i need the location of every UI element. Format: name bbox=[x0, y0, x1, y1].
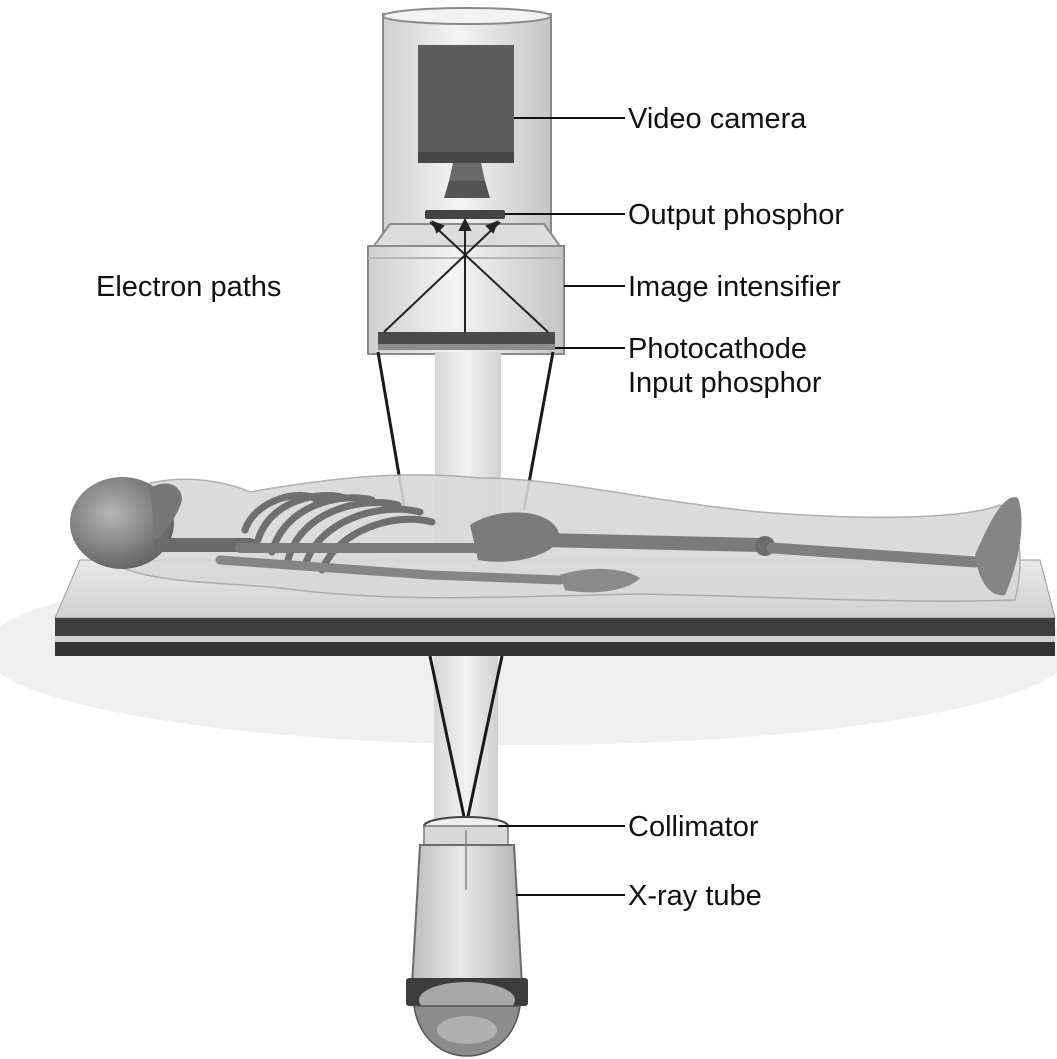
label-video-camera: Video camera bbox=[628, 103, 807, 135]
label-image-intensifier: Image intensifier bbox=[628, 271, 841, 303]
label-x-ray-tube: X-ray tube bbox=[628, 880, 762, 912]
label-photocathode: Photocathode bbox=[628, 333, 807, 365]
label-input-phosphor: Input phosphor bbox=[628, 367, 822, 399]
label-output-phosphor: Output phosphor bbox=[628, 199, 844, 231]
output-phosphor bbox=[425, 210, 505, 219]
x-ray-tube bbox=[406, 830, 528, 1056]
lower-beam bbox=[430, 656, 502, 826]
label-collimator: Collimator bbox=[628, 811, 759, 843]
femur bbox=[540, 540, 760, 545]
label-electron-paths: Electron paths bbox=[96, 271, 281, 303]
photocathode-input-phosphor bbox=[378, 332, 555, 350]
